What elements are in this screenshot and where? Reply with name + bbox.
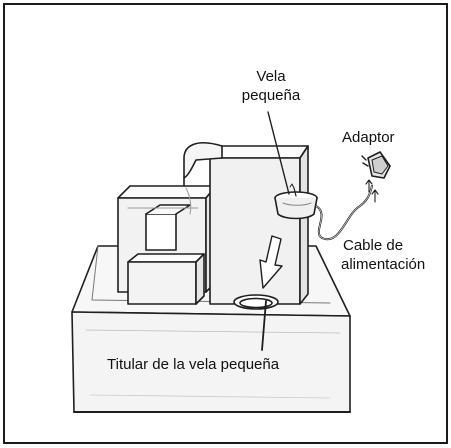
power-cable-label-line1: Cable de	[343, 237, 404, 254]
candle-cup	[274, 183, 318, 220]
small-candle-label-line2: pequeña	[241, 87, 301, 104]
leader-titular	[261, 300, 267, 351]
leader-vela	[267, 111, 290, 195]
small-candle-label: Vela pequeña	[235, 67, 307, 105]
down-arrow	[259, 235, 283, 289]
plug-arrows	[365, 179, 379, 203]
small-candle-label-line1: Vela	[256, 68, 286, 85]
adaptor-label: Adaptor	[342, 129, 395, 146]
front-small-block	[127, 253, 205, 305]
power-cable	[315, 185, 373, 241]
candle-holder-ring	[233, 294, 279, 310]
adaptor-device	[361, 151, 391, 179]
candle-holder-label: Titular de la vela pequeña	[107, 356, 280, 373]
power-cable-label: Cable de alimentación	[341, 236, 425, 274]
power-cable-label-line2: alimentación	[341, 256, 426, 273]
